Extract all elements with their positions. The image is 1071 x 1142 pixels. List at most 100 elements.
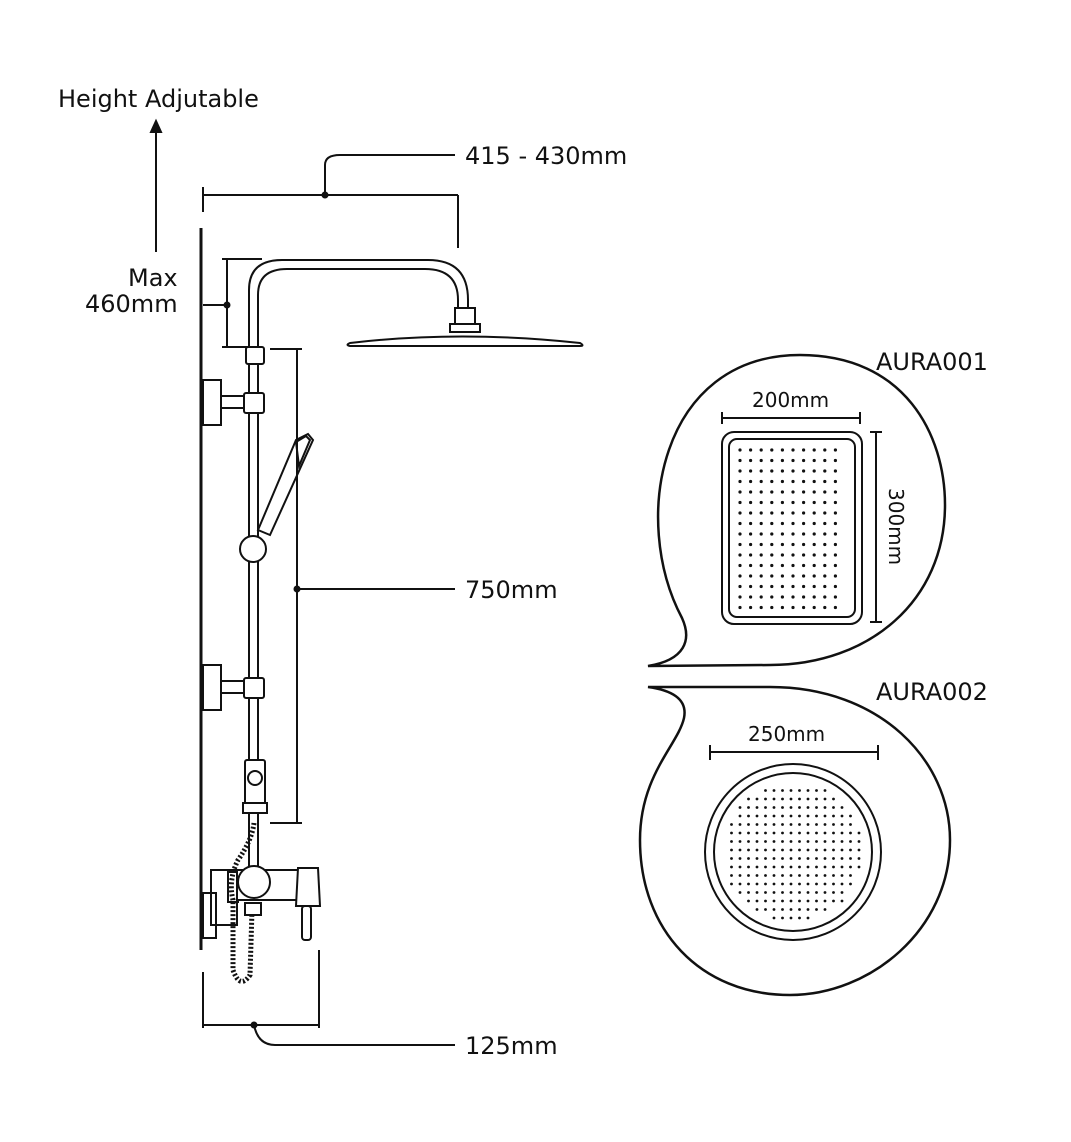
nozzle-dot: [823, 511, 827, 515]
nozzle-dot: [833, 563, 838, 568]
nozzle-dot: [789, 814, 793, 818]
nozzle-dot: [823, 448, 827, 452]
nozzle-dot: [812, 532, 816, 536]
nozzle-dot: [755, 831, 759, 835]
nozzle-dot: [770, 521, 774, 526]
nozzle-dot: [730, 882, 733, 886]
nozzle-dot: [749, 595, 753, 599]
nozzle-dot: [823, 469, 827, 473]
nozzle-dot: [780, 511, 785, 515]
nozzle-dot: [780, 574, 785, 578]
nozzle-dot: [747, 831, 750, 835]
nozzle-dot: [738, 448, 742, 452]
nozzle-dot: [759, 574, 763, 578]
nozzle-dot: [789, 848, 793, 852]
nozzle-dot: [823, 840, 827, 843]
nozzle-dot: [749, 532, 753, 536]
diverter-valve: [242, 759, 268, 814]
shower-hose: [228, 822, 257, 984]
nozzle-dot: [802, 542, 806, 547]
nozzle-dot: [802, 605, 806, 610]
nozzle-dot: [755, 797, 759, 801]
nozzle-dot: [806, 840, 810, 843]
nozzle-dot: [738, 848, 742, 852]
nozzle-dot: [759, 605, 763, 610]
nozzle-dot: [832, 874, 835, 877]
nozzle-dot: [832, 823, 835, 826]
nozzle-dot: [823, 831, 827, 835]
nozzle-dot: [747, 857, 750, 860]
nozzle-dot: [806, 831, 810, 835]
nozzle-dot: [798, 823, 801, 826]
nozzle-dot: [770, 532, 774, 536]
nozzle-dot: [749, 605, 753, 610]
nozzle-dot: [833, 584, 838, 589]
nozzle-dot: [833, 532, 838, 536]
wall-bracket-lower: [202, 664, 265, 711]
nozzle-dot: [749, 521, 753, 526]
nozzle-dot: [781, 789, 784, 792]
aura002-code: AURA002: [876, 678, 988, 706]
nozzle-dot: [772, 916, 776, 920]
nozzle-dot: [759, 532, 763, 536]
nozzle-dot: [781, 908, 784, 911]
nozzle-dot: [833, 458, 838, 463]
nozzle-dot: [833, 605, 838, 610]
nozzle-dot: [802, 521, 806, 526]
nozzle-dot: [770, 511, 774, 515]
nozzle-dot: [832, 865, 835, 869]
nozzle-dot: [806, 848, 810, 852]
nozzle-dot: [755, 874, 759, 877]
nozzle-dot: [755, 882, 759, 886]
rail-length-label: 750mm: [465, 576, 558, 604]
nozzle-dot: [812, 469, 816, 473]
nozzle-dot: [812, 553, 816, 557]
nozzle-dot: [781, 857, 784, 860]
aura001-width: 200mm: [752, 388, 830, 412]
nozzle-dot: [802, 595, 806, 599]
nozzle-dot: [832, 899, 835, 903]
nozzle-dot: [857, 840, 861, 843]
nozzle-dot: [802, 532, 806, 536]
nozzle-dot: [764, 865, 767, 869]
nozzle-dot: [840, 857, 844, 860]
nozzle-dot: [789, 899, 793, 903]
nozzle-dot: [849, 848, 852, 852]
nozzle-dot: [791, 500, 795, 505]
nozzle-dot: [759, 479, 763, 484]
nozzle-dot: [770, 584, 774, 589]
nozzle-dot: [764, 899, 767, 903]
nozzle-dot: [840, 865, 844, 869]
aura001-rect-head: [721, 412, 882, 625]
nozzle-dot: [759, 500, 763, 505]
nozzle-dot: [738, 874, 742, 877]
arm-reach-dimension: [202, 154, 459, 248]
nozzle-dot: [823, 891, 827, 894]
nozzle-dot: [781, 806, 784, 809]
shower-riser: [245, 259, 469, 870]
nozzle-dot: [759, 448, 763, 452]
nozzle-dot: [789, 831, 793, 835]
nozzle-dot: [798, 899, 801, 903]
nozzle-dot: [849, 865, 852, 869]
nozzle-dot: [832, 840, 835, 843]
nozzle-dot: [747, 891, 750, 894]
nozzle-dot: [781, 891, 784, 894]
nozzle-dot: [815, 823, 818, 826]
nozzle-dot: [791, 448, 795, 452]
nozzle-dot: [815, 865, 818, 869]
nozzle-dot: [812, 479, 816, 484]
nozzle-dot: [772, 891, 776, 894]
nozzle-dot: [780, 448, 785, 452]
nozzle-dot: [802, 479, 806, 484]
nozzle-dot: [747, 848, 750, 852]
nozzle-dot: [840, 806, 844, 809]
nozzle-dot: [780, 521, 785, 526]
nozzle-dot: [747, 823, 750, 826]
nozzle-dot: [738, 553, 742, 557]
nozzle-dot: [780, 595, 785, 599]
nozzle-dot: [747, 806, 750, 809]
nozzle-dot: [738, 595, 742, 599]
nozzle-dot: [759, 563, 763, 568]
nozzle-dot: [798, 865, 801, 869]
